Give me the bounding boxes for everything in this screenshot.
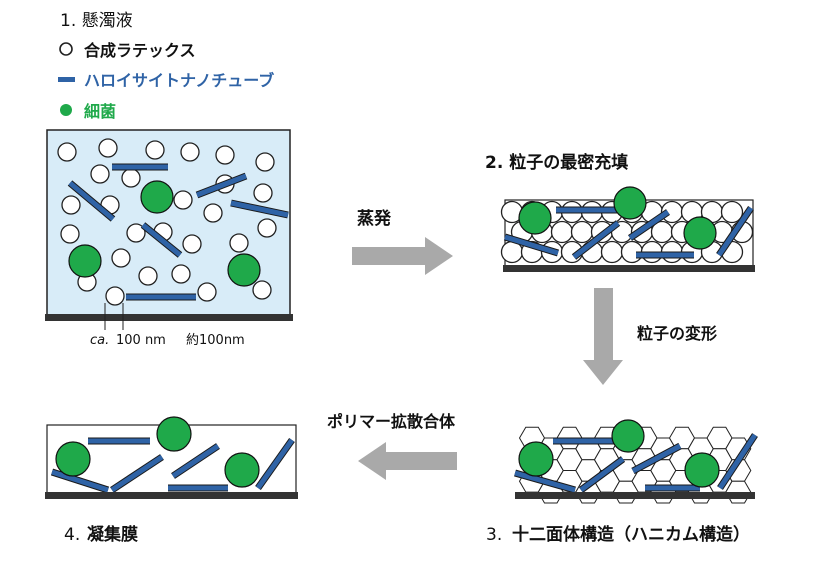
arrow-evaporation: 蒸発 — [352, 208, 453, 275]
latex-particle — [229, 233, 249, 253]
latex-particle — [257, 218, 277, 238]
film-substrate — [45, 492, 298, 499]
bacteria-cell — [68, 244, 102, 278]
panel-honeycomb: 3. 十二面体構造（ハニカム構造） — [486, 419, 758, 545]
bacteria-cell — [518, 201, 552, 235]
bacteria-cell — [518, 441, 554, 477]
latex-particle — [60, 224, 80, 244]
latex-particle — [252, 280, 272, 300]
halloysite-tube — [171, 443, 220, 479]
halloysite-tube — [716, 206, 754, 257]
latex-particle — [145, 140, 165, 160]
halloysite-tube — [579, 456, 625, 493]
latex-particle — [550, 220, 574, 244]
bacteria-cell — [611, 419, 645, 453]
bacteria-cell — [224, 452, 260, 488]
latex-particle — [197, 282, 217, 302]
halloysite-tube — [514, 470, 576, 493]
bacteria-cell — [684, 452, 720, 488]
bacteria-cell — [227, 253, 261, 287]
latex-particle — [173, 190, 193, 210]
latex-particle — [720, 200, 744, 224]
suspension-substrate — [45, 314, 293, 321]
coalescence-label: ポリマー拡散合体 — [327, 412, 456, 431]
legend: 1. 懸濁液 合成ラテックス ハロイサイトナノチューブ 細菌 — [58, 11, 274, 121]
legend-latex-icon — [59, 42, 73, 56]
latex-particle — [98, 138, 118, 158]
panel-close-packing: 2. 粒子の最密充填 — [485, 152, 755, 272]
packing-substrate — [503, 265, 755, 272]
latex-particle — [105, 286, 125, 306]
step4-number: 4. — [64, 525, 80, 545]
halloysite-tube — [717, 433, 758, 490]
halloysite-tube — [196, 173, 247, 198]
evaporation-arrow-icon — [352, 237, 453, 275]
legend-bacteria-icon — [60, 104, 72, 116]
step3-title: 十二面体構造（ハニカム構造） — [512, 524, 750, 545]
halloysite-tube — [255, 438, 295, 490]
latex-particle — [215, 145, 235, 165]
panel-suspension: ca. 100 nm 約100nm — [45, 129, 293, 348]
arrow-deformation: 粒子の変形 — [583, 288, 717, 385]
bacteria-cell — [156, 416, 192, 452]
film-particles — [50, 416, 295, 494]
legend-halloysite-label: ハロイサイトナノチューブ — [84, 71, 274, 90]
latex-particle — [171, 264, 191, 284]
step2-title: 2. 粒子の最密充填 — [485, 152, 628, 173]
legend-halloysite-icon — [58, 77, 75, 82]
bacteria-cell — [683, 216, 717, 250]
latex-particle — [203, 203, 223, 223]
latex-particle — [138, 266, 158, 286]
evaporation-label: 蒸発 — [357, 208, 392, 229]
panel-film: 4. 凝集膜 — [45, 416, 298, 545]
arrow-coalescence: ポリマー拡散合体 — [327, 412, 457, 480]
latex-particle — [61, 195, 81, 215]
halloysite-tube — [141, 223, 182, 257]
honeycomb-substrate — [515, 492, 755, 499]
honeycomb-particles — [514, 419, 758, 504]
latex-particle — [182, 234, 202, 254]
halloysite-tube — [631, 443, 682, 474]
bacteria-cell — [55, 441, 91, 477]
bacteria-cell — [140, 180, 174, 214]
halloysite-tube — [572, 221, 620, 259]
scale-value: 100 nm — [116, 333, 166, 348]
latex-particle — [121, 168, 141, 188]
latex-particle — [255, 152, 275, 172]
halloysite-tube — [68, 181, 115, 221]
halloysite-tube — [628, 209, 670, 241]
legend-latex-label: 合成ラテックス — [84, 41, 196, 60]
latex-particle — [57, 142, 77, 162]
legend-bacteria-label: 細菌 — [84, 102, 116, 121]
deformation-arrow-icon — [583, 288, 623, 385]
halloysite-tube — [51, 469, 109, 493]
step3-number: 3. — [486, 525, 502, 545]
halloysite-tube — [230, 200, 289, 218]
latex-particle — [90, 164, 110, 184]
latex-particle — [111, 248, 131, 268]
latex-particle — [253, 183, 273, 203]
step4-title: 凝集膜 — [87, 524, 138, 545]
halloysite-tube — [504, 234, 559, 256]
latex-particle — [600, 240, 624, 264]
deformation-label: 粒子の変形 — [637, 324, 717, 343]
scale-prefix: ca. — [90, 333, 109, 348]
legend-suspension-title: 1. 懸濁液 — [60, 11, 133, 31]
latex-particle — [126, 223, 146, 243]
coalescence-arrow-icon — [358, 442, 457, 480]
halloysite-tube — [110, 454, 164, 493]
bacteria-cell — [613, 186, 647, 220]
scale-value-jp: 約100nm — [186, 333, 245, 348]
packing-particles — [500, 186, 754, 264]
suspension-particles — [57, 138, 289, 306]
latex-particle — [180, 142, 200, 162]
latex-particle — [570, 220, 594, 244]
